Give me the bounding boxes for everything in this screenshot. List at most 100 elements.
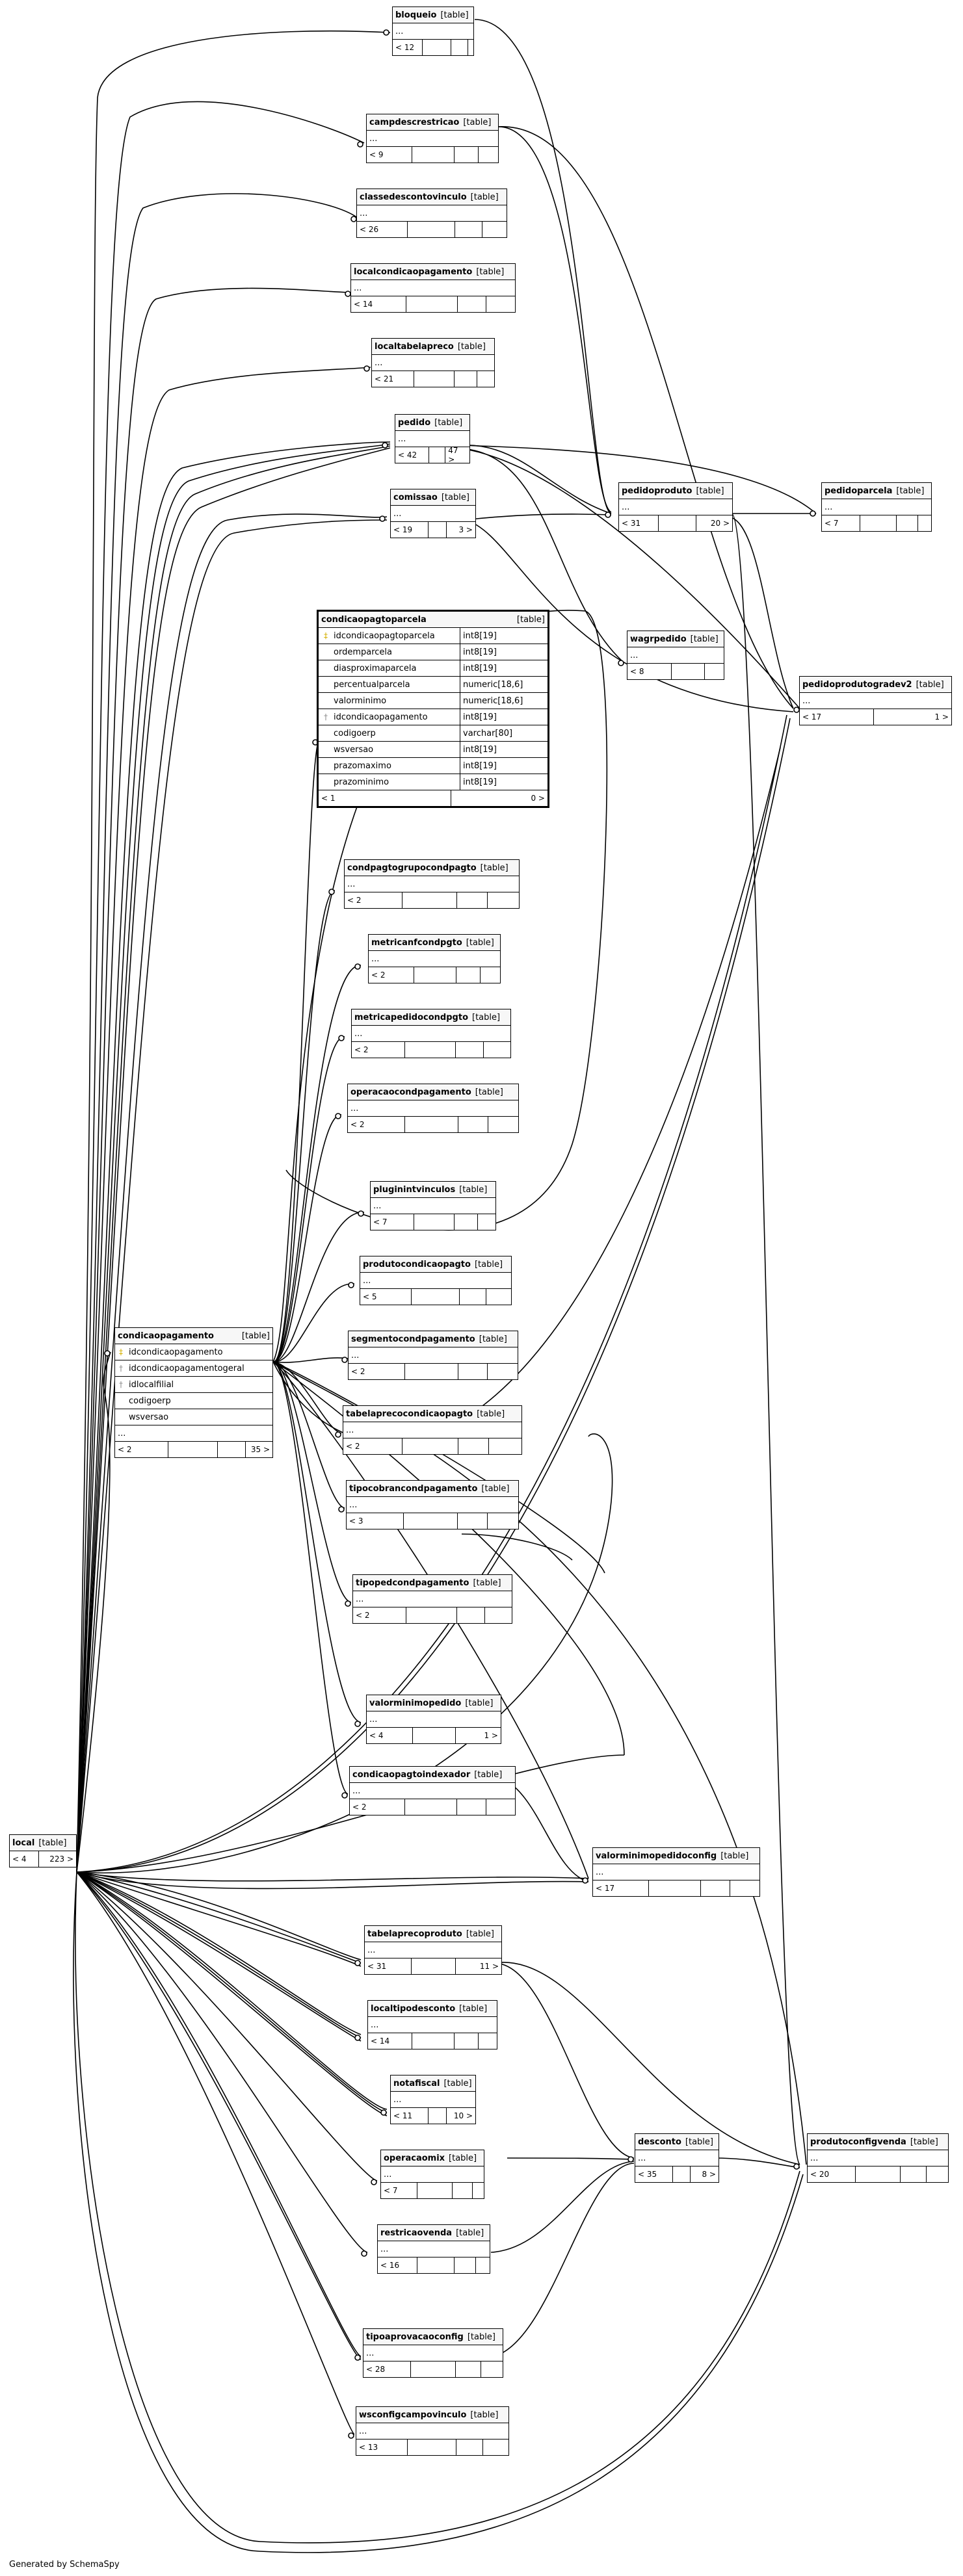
table-footer: < 2: [345, 892, 519, 908]
table-header: pedidoprodutogradev2[table]: [800, 677, 951, 693]
table-tipopedcondpagamento[interactable]: tipopedcondpagamento[table] ... < 2: [352, 1574, 512, 1624]
parent-count: < 1: [319, 790, 451, 806]
table-tipoaprovacaoconfig[interactable]: tipoaprovacaoconfig[table] ... < 28: [363, 2328, 503, 2378]
table-operacaocondpagamento[interactable]: operacaocondpagamento[table] ... < 2: [347, 1084, 519, 1133]
child-count: [488, 892, 519, 908]
table-tag: [table]: [241, 1331, 270, 1341]
table-tag: [table]: [465, 1698, 494, 1708]
parent-count: < 19: [391, 522, 429, 538]
child-count: 1 >: [484, 1731, 498, 1740]
table-header: metricapedidocondpgto[table]: [352, 1009, 510, 1026]
table-footer: < 2: [348, 1117, 518, 1132]
table-dots: ...: [365, 1942, 501, 1958]
table-name: condicaopagtoindexador: [352, 1769, 471, 1780]
table-footer: < 7: [381, 2183, 484, 2198]
table-wsconfigcampovinculo[interactable]: wsconfigcampovinculo[table] ... < 13: [356, 2406, 509, 2456]
table-dots: ...: [372, 355, 494, 371]
table-footer: < 5: [360, 1289, 511, 1305]
table-classedescontovinculo[interactable]: classedescontovinculo[table] ... < 26: [356, 189, 507, 238]
table-footer: < 2: [349, 1364, 518, 1379]
table-localtabelapreco[interactable]: localtabelapreco[table] ... < 21: [371, 338, 495, 387]
child-count: [489, 1438, 521, 1454]
parent-count: < 2: [353, 1607, 407, 1623]
column-name: wsversao: [129, 1412, 169, 1422]
table-segmentocondpagamento[interactable]: segmentocondpagamento[table] ... < 2: [348, 1331, 518, 1380]
column-name: codigoerp: [334, 728, 376, 738]
table-condpagtogrupocondpagto[interactable]: condpagtogrupocondpagto[table] ... < 2: [344, 859, 520, 909]
column-type: numeric[18,6]: [463, 679, 523, 690]
parent-count: < 35: [635, 2166, 673, 2182]
table-footer: < 1 0 >: [319, 790, 547, 806]
column-name: idlocalfilial: [129, 1379, 174, 1390]
child-count: 0 >: [531, 794, 545, 803]
column-name: valorminimo: [334, 696, 387, 706]
table-dots: ...: [619, 499, 732, 515]
child-count: [477, 371, 494, 387]
table-dots: ...: [350, 1783, 515, 1799]
column-name: prazomaximo: [334, 761, 391, 771]
table-dots: ...: [367, 131, 498, 147]
table-tag: [table]: [473, 1578, 501, 1588]
table-dots: ...: [343, 1422, 521, 1438]
table-header: produtoconfigvenda[table]: [808, 2134, 948, 2150]
table-footer: < 26: [357, 222, 507, 237]
table-dots: ...: [351, 280, 515, 296]
table-dots: ...: [635, 2150, 719, 2166]
table-localtipodesconto[interactable]: localtipodesconto[table] ... < 14: [367, 2000, 497, 2049]
table-tabelaprecocondicaopagto[interactable]: tabelaprecocondicaopagto[table] ... < 2: [343, 1405, 522, 1455]
parent-count: < 7: [822, 515, 861, 531]
child-count: 47 >: [448, 446, 458, 464]
parent-count: < 42: [395, 447, 430, 463]
table-produtoconfigvenda[interactable]: produtoconfigvenda[table] ... < 20: [807, 2133, 949, 2183]
table-name: comissao: [393, 492, 438, 502]
table-header: campdescrestricao[table]: [367, 114, 498, 131]
table-tag: [table]: [463, 117, 492, 127]
column-type: int8[19]: [463, 712, 497, 722]
table-restricaovenda[interactable]: restricaovenda[table] ... < 16: [377, 2224, 490, 2274]
table-name: tabelaprecocondicaopagto: [346, 1409, 473, 1419]
table-operacaomix[interactable]: operacaomix[table] ... < 7: [380, 2150, 484, 2199]
table-header: segmentocondpagamento[table]: [349, 1331, 518, 1347]
table-name: produtoconfigvenda: [810, 2137, 906, 2147]
table-footer: < 2: [353, 1607, 512, 1623]
table-header: pluginintvinculos[table]: [371, 1182, 495, 1198]
parent-count: < 5: [360, 1289, 412, 1305]
table-pedidoparcela[interactable]: pedidoparcela[table] ... < 7: [821, 482, 932, 532]
table-campdescrestricao[interactable]: campdescrestricao[table] ... < 9: [366, 114, 499, 163]
table-localcondicaopagamento[interactable]: localcondicaopagamento[table] ... < 14: [350, 263, 516, 313]
table-tipocobrancondpagamento[interactable]: tipocobrancondpagamento[table] ... < 3: [346, 1480, 519, 1529]
table-condicaopagtoparcela[interactable]: condicaopagtoparcela[table] ‡idcondicaop…: [317, 610, 549, 808]
table-valorminimopedidoconfig[interactable]: valorminimopedidoconfig[table] ... < 17: [592, 1847, 760, 1897]
parent-count: < 2: [350, 1799, 406, 1815]
table-tag: [table]: [459, 2003, 488, 2014]
table-metricapedidocondpgto[interactable]: metricapedidocondpgto[table] ... < 2: [351, 1009, 511, 1058]
table-tag: [table]: [477, 1409, 505, 1419]
table-header: pedido[table]: [395, 415, 469, 431]
table-condicaopagtoindexador[interactable]: condicaopagtoindexador[table] ... < 2: [349, 1766, 516, 1815]
table-dots: ...: [363, 2345, 503, 2361]
table-dots: ...: [371, 1198, 495, 1214]
table-pluginintvinculos[interactable]: pluginintvinculos[table] ... < 7: [370, 1181, 496, 1230]
table-metricanfcondpgto[interactable]: metricanfcondpgto[table] ... < 2: [368, 934, 501, 983]
table-header: localtipodesconto[table]: [368, 2001, 497, 2017]
parent-count: < 2: [348, 1117, 405, 1132]
table-wagrpedido[interactable]: wagrpedido[table] ... < 8: [627, 631, 724, 680]
table-name: tipopedcondpagamento: [356, 1578, 469, 1588]
table-name: condpagtogrupocondpagto: [347, 863, 477, 873]
table-condicaopagamento[interactable]: condicaopagamento[table] ‡idcondicaopaga…: [114, 1327, 273, 1458]
table-footer: < 14: [351, 296, 515, 312]
table-produtocondicaopagto[interactable]: produtocondicaopagto[table] ... < 5: [360, 1256, 512, 1305]
table-bloqueio[interactable]: bloqueio[table] ... < 12: [392, 7, 474, 56]
